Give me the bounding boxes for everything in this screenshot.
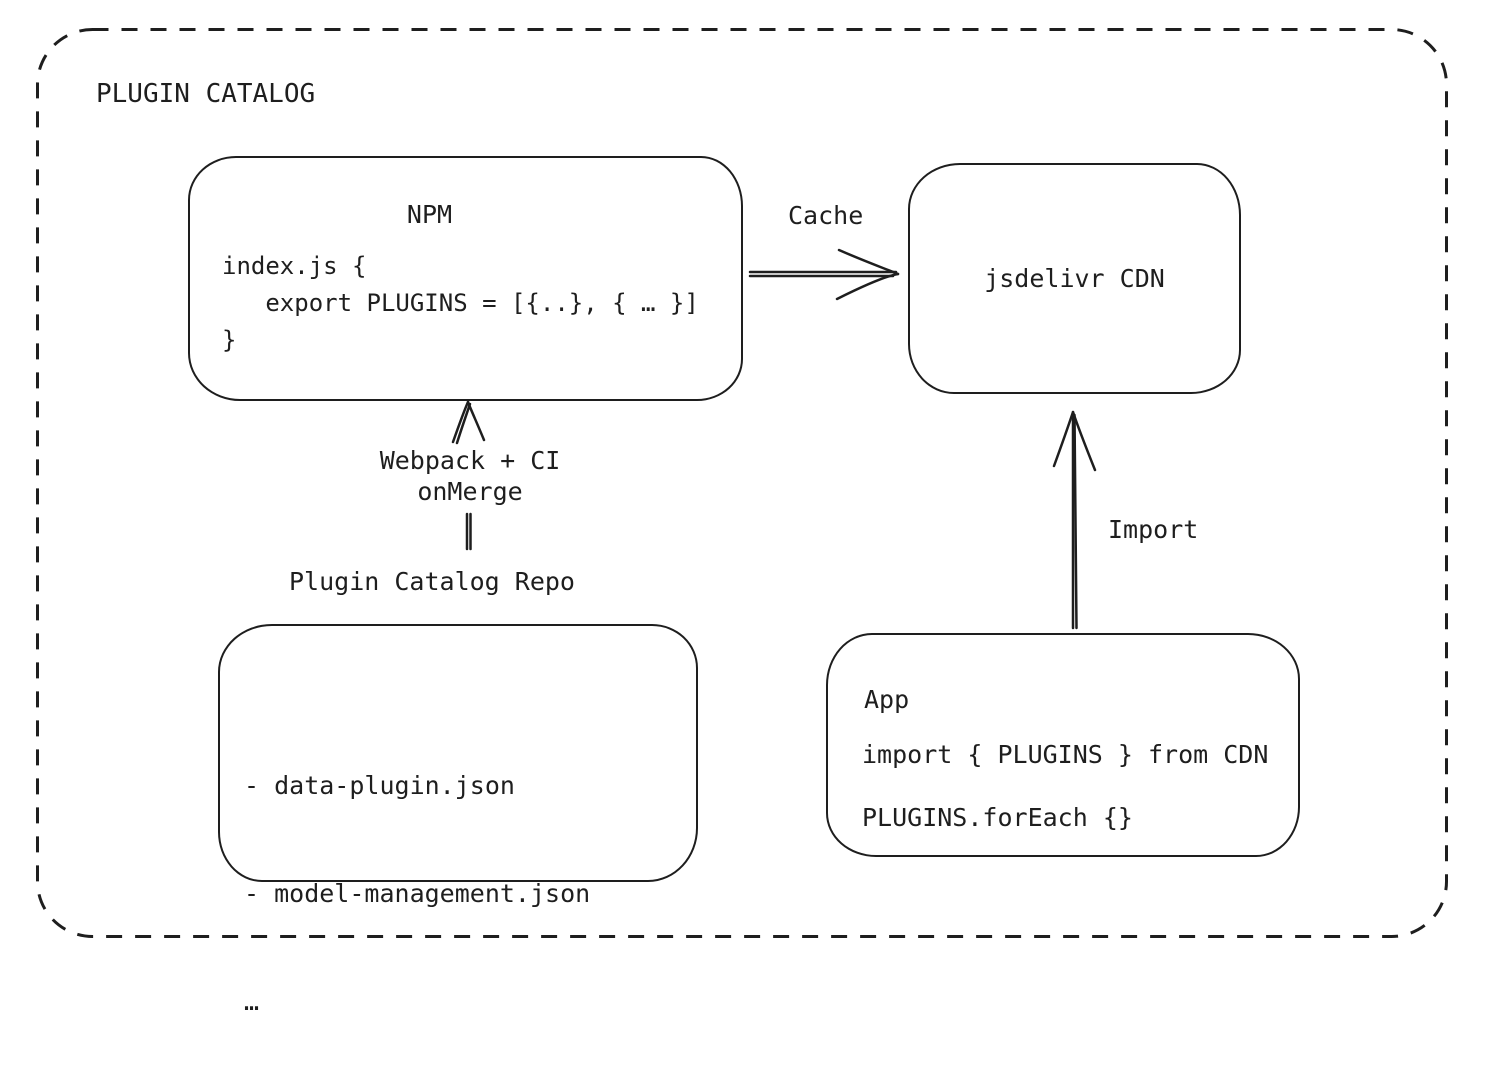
repo-file-item: - data-plugin.json (244, 771, 515, 800)
repo-node: - data-plugin.json - model-management.js… (218, 624, 698, 1016)
app-node-title: App (864, 685, 910, 714)
repo-file-list: - data-plugin.json - model-management.js… (244, 696, 590, 1092)
catalog-title: PLUGIN CATALOG (96, 79, 316, 109)
dashed-frame (36, 28, 1448, 938)
repo-file-item: - model-management.json (244, 879, 591, 908)
webpack-arrow-label-line2: onMerge (417, 477, 523, 506)
cdn-node-title: jsdelivr CDN (984, 264, 1165, 293)
import-arrow (1052, 410, 1097, 630)
repo-node-label: Plugin Catalog Repo (289, 567, 575, 596)
app-code-line-1: import { PLUGINS } from CDN (862, 740, 1269, 769)
npm-code: index.js { export PLUGINS = [{..}, { … }… (222, 252, 699, 354)
import-arrow-label: Import (1108, 515, 1199, 544)
cdn-node: jsdelivr CDN (908, 163, 1241, 394)
cache-arrow-label: Cache (788, 201, 864, 230)
dashed-frame-rect (36, 28, 1448, 938)
webpack-arrow (451, 400, 486, 551)
repo-file-item: … (244, 987, 260, 1016)
app-code-line-2: PLUGINS.forEach {} (862, 803, 1133, 832)
npm-node: NPM index.js { export PLUGINS = [{..}, {… (188, 156, 743, 401)
app-node: App import { PLUGINS } from CDN PLUGINS.… (826, 633, 1300, 857)
cache-arrow (748, 248, 900, 301)
npm-node-title: NPM (406, 200, 453, 229)
webpack-arrow-label-line1: Webpack + CI (379, 446, 561, 475)
